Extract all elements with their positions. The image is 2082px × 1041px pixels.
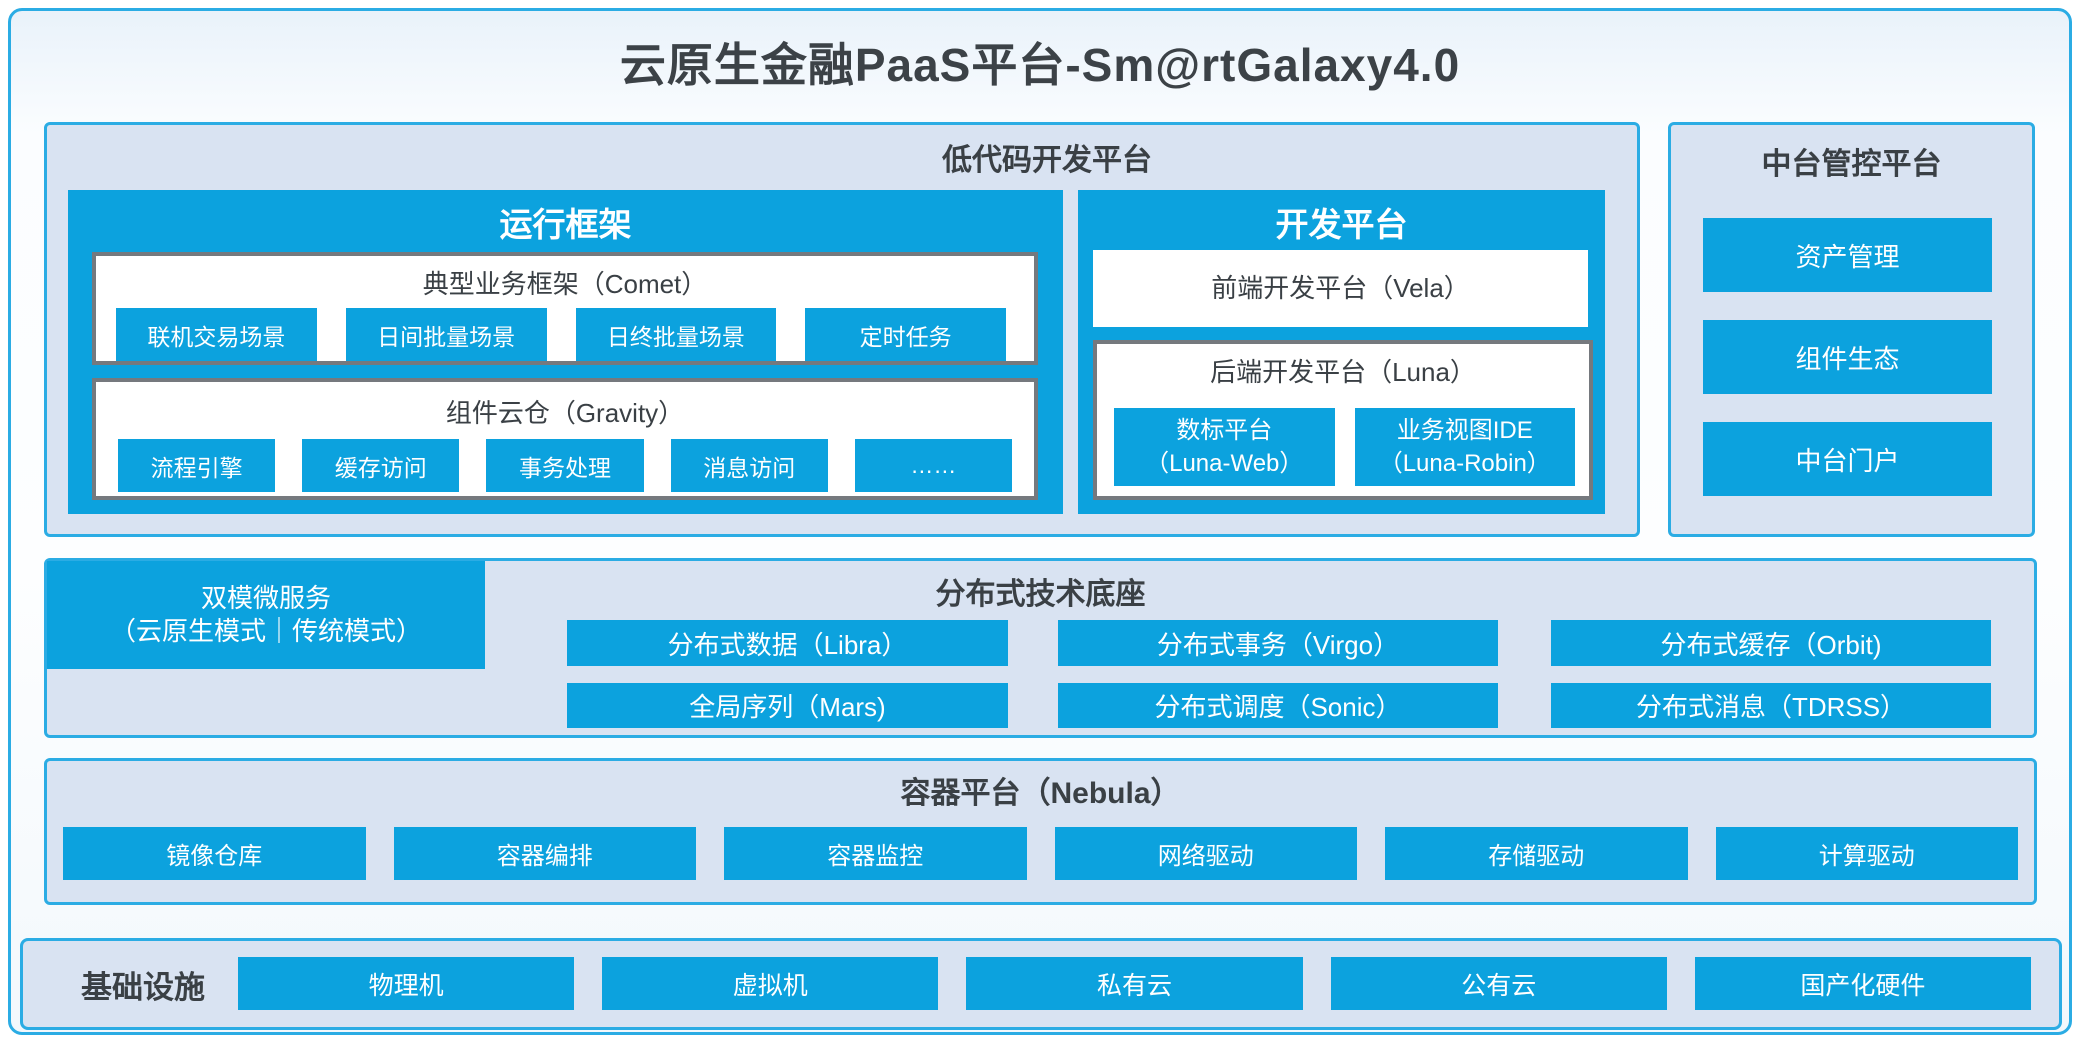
diagram-title: 云原生金融PaaS平台-Sm@rtGalaxy4.0	[619, 39, 1461, 91]
distributed-tech-base-title: 分布式技术底座	[935, 578, 1146, 611]
panel-mid-office-control: 中台管控平台 资产管理 组件生态 中台门户	[1668, 122, 2035, 537]
comet-box-title: 典型业务框架（Comet）	[422, 269, 708, 299]
block-physical-machine: 物理机	[238, 957, 575, 1010]
dual-mode-line1: 双模微服务	[200, 583, 331, 613]
block-component-ecosystem: 组件生态	[1703, 320, 1992, 394]
container-platform-title: 容器平台（Nebula）	[900, 777, 1181, 810]
block-message-access: 消息访问	[670, 439, 828, 492]
block-public-cloud: 公有云	[1330, 957, 1667, 1010]
box-vela-frontend-platform: 前端开发平台（Vela）	[1093, 250, 1588, 327]
container-platform-items-row: 镜像仓库 容器编排 容器监控 网络驱动 存储驱动 计算驱动	[63, 827, 2018, 880]
luna-box-title: 后端开发平台（Luna）	[1210, 357, 1476, 387]
luna-web-line2: （Luna-Web）	[1145, 450, 1304, 477]
luna-robin-line2: （Luna-Robin）	[1378, 450, 1551, 477]
block-image-registry: 镜像仓库	[63, 827, 366, 880]
block-distributed-scheduling-sonic: 分布式调度（Sonic）	[1058, 683, 1498, 728]
comet-items-row: 联机交易场景 日间批量场景 日终批量场景 定时任务	[116, 308, 1006, 361]
block-container-orchestration: 容器编排	[393, 827, 696, 880]
block-ellipsis-more: ……	[854, 439, 1013, 492]
block-scheduled-tasks: 定时任务	[805, 308, 1006, 361]
panel-runtime-framework: 运行框架 典型业务框架（Comet） 联机交易场景 日间批量场景 日终批量场景 …	[68, 190, 1063, 514]
block-private-cloud: 私有云	[966, 957, 1303, 1010]
infrastructure-items-row: 物理机 虚拟机 私有云 公有云 国产化硬件	[238, 957, 2032, 1010]
block-dual-mode-microservices: 双模微服务 （云原生模式｜传统模式）	[47, 561, 485, 669]
block-daytime-batch-scenario: 日间批量场景	[345, 308, 547, 361]
block-global-sequence-mars: 全局序列（Mars)	[567, 683, 1008, 728]
block-cache-access: 缓存访问	[302, 439, 460, 492]
low-code-platform-title: 低代码开发平台	[942, 144, 1152, 177]
runtime-framework-title: 运行框架	[499, 206, 632, 243]
block-compute-driver: 计算驱动	[1715, 827, 2018, 880]
luna-items-row: 数标平台 （Luna-Web） 业务视图IDE （Luna-Robin）	[1114, 408, 1575, 486]
block-domestic-hardware: 国产化硬件	[1694, 957, 2032, 1010]
panel-development-platform: 开发平台 前端开发平台（Vela） 后端开发平台（Luna） 数标平台 （Lun…	[1078, 190, 1605, 514]
panel-infrastructure: 基础设施 物理机 虚拟机 私有云 公有云 国产化硬件	[20, 938, 2062, 1030]
infrastructure-title: 基础设施	[81, 969, 205, 1005]
block-online-trading-scenario: 联机交易场景	[116, 308, 317, 361]
box-comet-business-framework: 典型业务框架（Comet） 联机交易场景 日间批量场景 日终批量场景 定时任务	[92, 252, 1038, 365]
luna-web-line1: 数标平台	[1176, 417, 1273, 444]
architecture-diagram-frame: 云原生金融PaaS平台-Sm@rtGalaxy4.0 低代码开发平台 运行框架 …	[8, 8, 2072, 1035]
box-gravity-component-warehouse: 组件云仓（Gravity） 流程引擎 缓存访问 事务处理 消息访问 ……	[92, 378, 1038, 500]
block-storage-driver: 存储驱动	[1385, 827, 1688, 880]
gravity-items-row: 流程引擎 缓存访问 事务处理 消息访问 ……	[118, 439, 1013, 492]
block-luna-robin: 业务视图IDE （Luna-Robin）	[1354, 408, 1575, 486]
box-luna-backend-platform: 后端开发平台（Luna） 数标平台 （Luna-Web） 业务视图IDE （Lu…	[1093, 340, 1593, 500]
luna-robin-line1: 业务视图IDE	[1396, 417, 1533, 444]
vela-box-title: 前端开发平台（Vela）	[1211, 273, 1470, 303]
mid-office-control-title: 中台管控平台	[1761, 148, 1942, 181]
block-distributed-transaction-virgo: 分布式事务（Virgo）	[1058, 620, 1498, 666]
block-distributed-data-libra: 分布式数据（Libra）	[567, 620, 1008, 666]
development-platform-title: 开发平台	[1275, 206, 1408, 243]
panel-low-code-platform: 低代码开发平台 运行框架 典型业务框架（Comet） 联机交易场景 日间批量场景…	[44, 122, 1640, 537]
block-process-engine: 流程引擎	[118, 439, 276, 492]
block-network-driver: 网络驱动	[1054, 827, 1357, 880]
panel-container-platform: 容器平台（Nebula） 镜像仓库 容器编排 容器监控 网络驱动 存储驱动 计算…	[44, 758, 2037, 905]
block-distributed-message-tdrss: 分布式消息（TDRSS）	[1551, 683, 1991, 728]
block-eod-batch-scenario: 日终批量场景	[575, 308, 777, 361]
dual-mode-line2: （云原生模式｜传统模式）	[109, 616, 422, 646]
block-virtual-machine: 虚拟机	[602, 957, 939, 1010]
block-luna-web: 数标平台 （Luna-Web）	[1114, 408, 1335, 486]
block-transaction-processing: 事务处理	[486, 439, 644, 492]
panel-distributed-tech-base: 分布式技术底座 双模微服务 （云原生模式｜传统模式） 分布式数据（Libra） …	[44, 558, 2037, 738]
gravity-box-title: 组件云仓（Gravity）	[445, 398, 685, 428]
block-asset-management: 资产管理	[1703, 218, 1992, 292]
block-distributed-cache-orbit: 分布式缓存（Orbit)	[1551, 620, 1991, 666]
block-container-monitoring: 容器监控	[724, 827, 1027, 880]
block-mid-office-portal: 中台门户	[1703, 422, 1992, 496]
